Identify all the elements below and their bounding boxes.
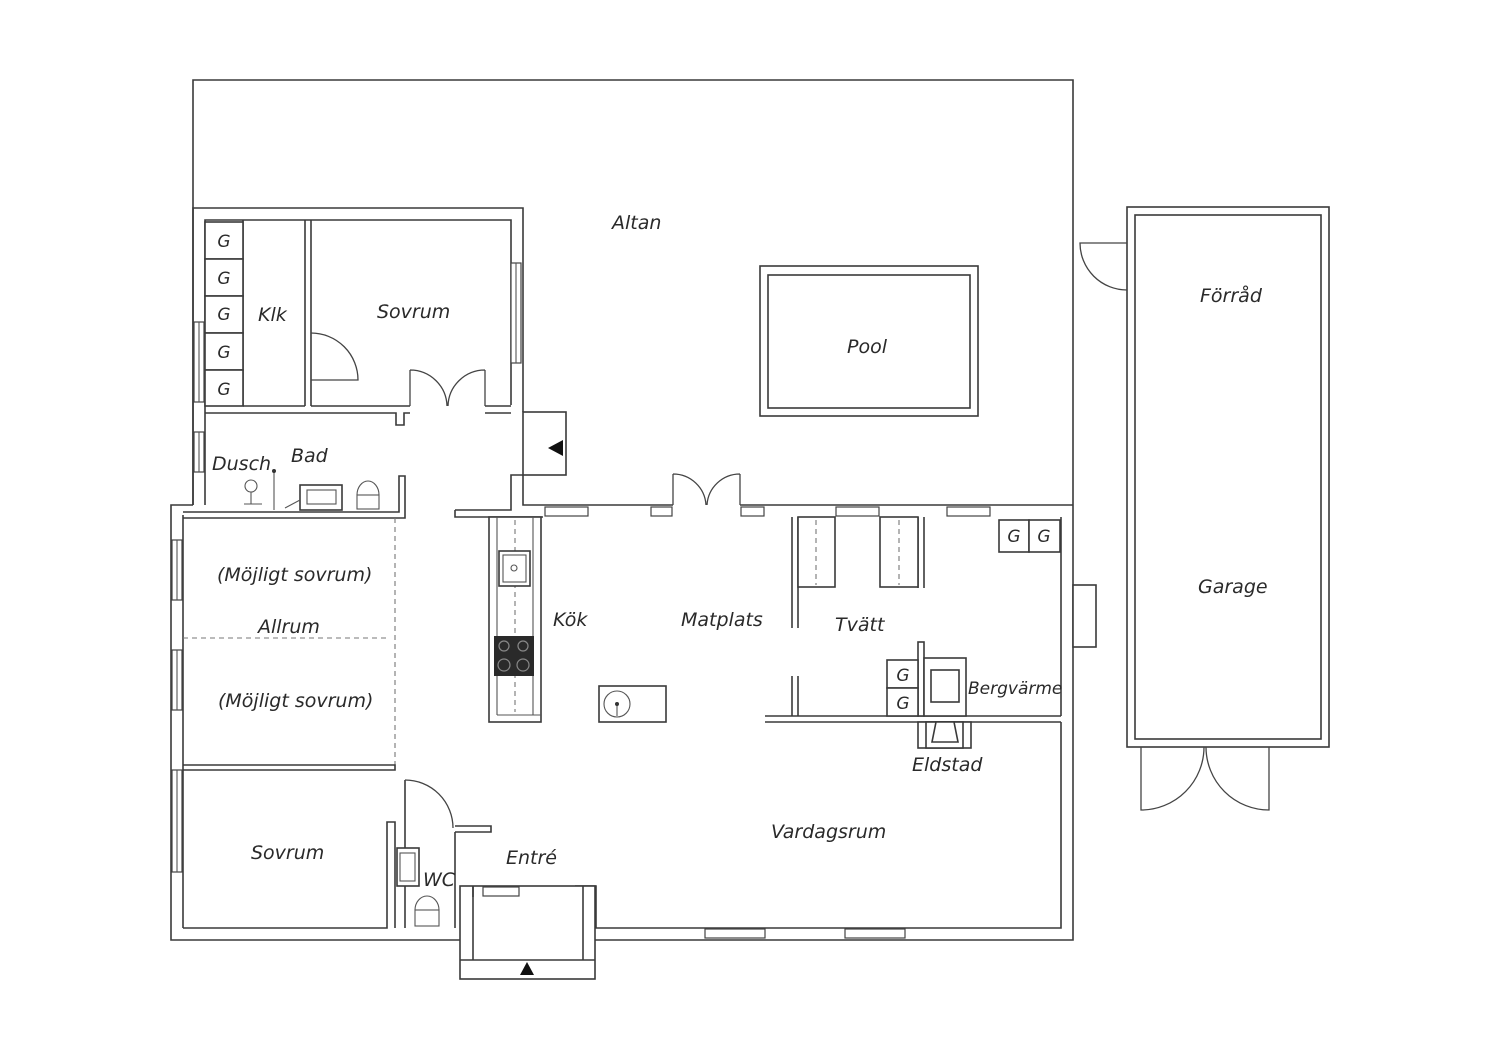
toilet-icon — [356, 480, 380, 510]
room-labels: Altan Pool Förråd Garage Klk Sovrum Dusc… — [212, 212, 1268, 891]
forrad-door-arc-icon — [1079, 242, 1128, 291]
room-label-bergvarme: Bergvärme — [968, 679, 1062, 699]
room-label-klk: Klk — [258, 304, 288, 326]
klk-door-arc-icon — [310, 332, 359, 381]
window-icon — [482, 886, 520, 897]
wardrobe-label: G — [217, 343, 230, 363]
wc-sink-icon — [396, 847, 420, 887]
room-label-garage: Garage — [1198, 576, 1268, 598]
wardrobe-label: G — [1007, 527, 1020, 547]
sink-icon — [498, 550, 531, 587]
fixtures — [244, 469, 631, 927]
doors — [310, 332, 741, 829]
room-label-forrad: Förråd — [1200, 284, 1263, 307]
altan-door-left-arc-icon — [672, 473, 707, 506]
garage-door-left-arc-icon — [1140, 746, 1205, 811]
sovrum-door-left-arc-icon — [409, 369, 448, 407]
room-label-altan: Altan — [610, 212, 661, 234]
room-label-dusch: Dusch — [212, 453, 271, 475]
window-icon — [844, 928, 906, 939]
wardrobe-label: G — [1037, 527, 1050, 547]
entrance-arrow-icon — [520, 962, 534, 975]
window-icon — [835, 506, 880, 517]
shower-icon — [244, 469, 276, 510]
island-sink-icon — [603, 690, 631, 718]
garage-door-right-arc-icon — [1205, 746, 1270, 811]
room-label-sovrum-bottom: Sovrum — [251, 842, 324, 864]
room-label-vardagsrum: Vardagsrum — [771, 821, 886, 843]
wardrobes: G G G G G G G G G — [204, 221, 1061, 717]
room-label-mojligt-sovrum-2: (Möjligt sovrum) — [218, 690, 373, 712]
wc-toilet-icon — [414, 895, 440, 927]
pool — [759, 265, 979, 417]
altan-door-right-arc-icon — [706, 473, 741, 506]
room-label-wc: WC — [423, 869, 456, 891]
window-icon — [740, 506, 765, 517]
wardrobe-label: G — [217, 269, 230, 289]
room-label-entre: Entré — [506, 847, 557, 869]
window-icon — [650, 506, 673, 517]
room-label-pool: Pool — [847, 336, 888, 358]
garage-building — [1079, 206, 1330, 811]
wardrobe-label: G — [217, 305, 230, 325]
window-icon — [704, 928, 766, 939]
wc-door-arc-icon — [404, 779, 454, 829]
window-icon — [544, 506, 589, 517]
sovrum-door-right-arc-icon — [447, 369, 486, 407]
room-label-eldstad: Eldstad — [912, 754, 983, 776]
room-label-mojligt-sovrum-1: (Möjligt sovrum) — [217, 564, 372, 586]
room-label-kok: Kök — [553, 609, 588, 631]
windows — [171, 262, 991, 939]
room-label-allrum: Allrum — [256, 616, 320, 638]
room-label-tvatt: Tvätt — [835, 614, 886, 636]
wardrobe-label: G — [896, 666, 909, 686]
room-label-matplats: Matplats — [681, 609, 763, 631]
window-icon — [946, 506, 991, 517]
wardrobe-label: G — [217, 232, 230, 252]
wardrobe-label: G — [896, 694, 909, 714]
entrance-arrow-icon — [548, 440, 563, 456]
room-label-sovrum-top: Sovrum — [377, 301, 450, 323]
room-label-bad: Bad — [291, 445, 329, 467]
wardrobe-label: G — [217, 380, 230, 400]
